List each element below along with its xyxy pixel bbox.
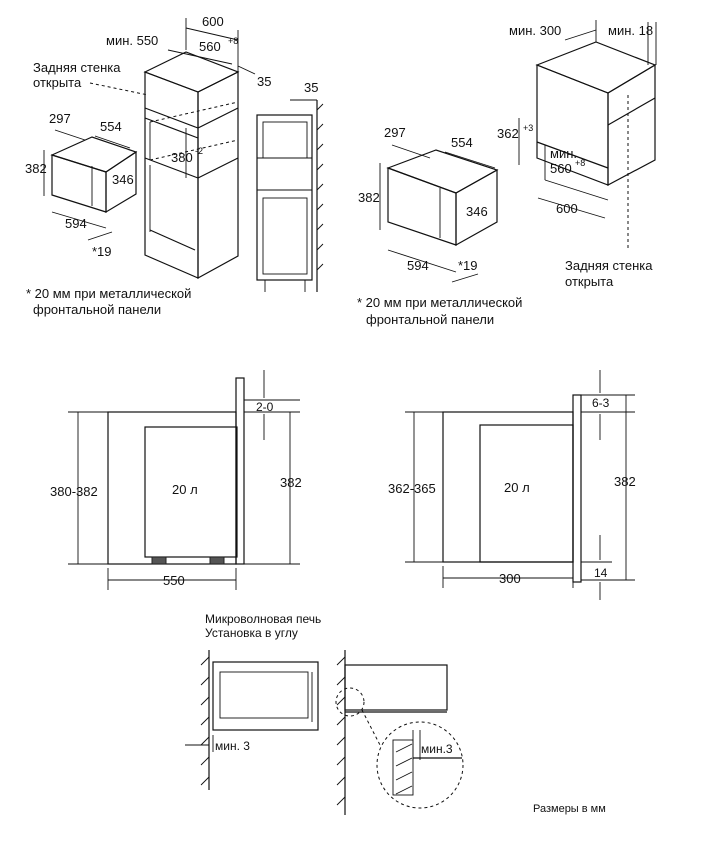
dim-380: 380 xyxy=(171,150,193,165)
dim-297-b: 297 xyxy=(384,125,406,140)
wall-cabinet-front xyxy=(536,64,609,186)
rear-wall-note-r2: открыта xyxy=(565,274,614,289)
dim-19-b: *19 xyxy=(458,258,478,273)
dim-382-d: 382 xyxy=(614,474,636,489)
dim-382-b: 382 xyxy=(358,190,380,205)
dim-346-a: 346 xyxy=(112,172,134,187)
dim-380-382: 380-382 xyxy=(50,484,98,499)
dim-min-18: мин. 18 xyxy=(608,23,653,38)
oven-large-side xyxy=(455,168,498,247)
dim-6-3: 6-3 xyxy=(592,396,610,410)
footnote-1-b: * 20 мм при металлической xyxy=(357,295,522,310)
dim-346-b: 346 xyxy=(466,204,488,219)
oven-small-side xyxy=(105,150,137,214)
dim-560: 560 xyxy=(199,39,221,54)
rear-wall-note-1: Задняя стенка xyxy=(33,60,121,75)
dim-362-tol: +3 xyxy=(523,123,533,133)
front-panel-right xyxy=(572,394,582,583)
top-right-diagram: мин. 300 мин. 18 297 554 362 +3 мин. 560… xyxy=(357,20,657,327)
dim-362: 362 xyxy=(497,126,519,141)
dim-380-tol: -2 xyxy=(195,146,203,156)
dim-382-a: 382 xyxy=(25,161,47,176)
dim-35-a: 35 xyxy=(257,74,271,89)
wall-cabinet-top xyxy=(535,41,657,94)
tall-cabinet-top xyxy=(143,51,240,93)
footnote-2-b: фронтальной панели xyxy=(366,312,494,327)
rear-wall-note-r1: Задняя стенка xyxy=(565,258,653,273)
dim-554-a: 554 xyxy=(100,119,122,134)
dim-362-365: 362-365 xyxy=(388,481,436,496)
corner-title-2: Установка в углу xyxy=(205,626,298,640)
dim-35-b: 35 xyxy=(304,80,318,95)
dim-297-a: 297 xyxy=(49,111,71,126)
mid-right-diagram: 362-365 20 л 6-3 382 14 300 xyxy=(388,370,636,600)
dim-550: 550 xyxy=(163,573,185,588)
mid-left-diagram: 380-382 20 л 2-0 382 550 xyxy=(50,370,302,590)
oven-large-front xyxy=(387,167,457,246)
dim-382-c: 382 xyxy=(280,475,302,490)
dim-2-0: 2-0 xyxy=(256,400,274,414)
dim-560-tol-b: +8 xyxy=(575,158,585,168)
dim-min-3-right: мин.3 xyxy=(421,742,453,756)
volume-right: 20 л xyxy=(504,480,530,495)
dim-600: 600 xyxy=(202,14,224,29)
footnote-2-a: фронтальной панели xyxy=(33,302,161,317)
oven-large-top xyxy=(386,149,499,194)
dim-560-b: 560 xyxy=(550,161,572,176)
dim-min-3-left: мин. 3 xyxy=(215,739,250,753)
oven-small-top xyxy=(50,136,138,173)
units-note: Размеры в мм xyxy=(533,803,606,815)
dim-594-a: 594 xyxy=(65,216,87,231)
top-left-diagram: 600 мин. 550 560 +8 Задняя стенка открыт… xyxy=(25,14,324,317)
oven-front-corner xyxy=(212,661,319,731)
dim-554-b: 554 xyxy=(451,135,473,150)
footnote-1-a: * 20 мм при металлической xyxy=(26,286,191,301)
volume-left: 20 л xyxy=(172,482,198,497)
corner-title-1: Микроволновая печь xyxy=(205,612,321,626)
dim-14: 14 xyxy=(594,566,608,580)
dim-19-a: *19 xyxy=(92,244,112,259)
dim-300: 300 xyxy=(499,571,521,586)
dim-min-300: мин. 300 xyxy=(509,23,561,38)
tall-cabinet-side xyxy=(197,71,239,280)
rear-wall-note-2: открыта xyxy=(33,75,82,90)
dim-min-550: мин. 550 xyxy=(106,33,158,48)
cabinet-side-section xyxy=(256,114,313,281)
bottom-diagram: Микроволновая печь Установка в углу мин.… xyxy=(185,612,606,815)
oven-body-left xyxy=(144,426,238,558)
front-panel-left xyxy=(235,377,245,565)
upper-cabinet-side xyxy=(344,664,448,711)
dim-594-b: 594 xyxy=(407,258,429,273)
dim-min-560-label: мин. xyxy=(550,146,577,161)
dim-560-tol: +8 xyxy=(228,36,238,46)
wall-cabinet-side xyxy=(607,63,656,186)
detail-circle xyxy=(376,721,464,809)
